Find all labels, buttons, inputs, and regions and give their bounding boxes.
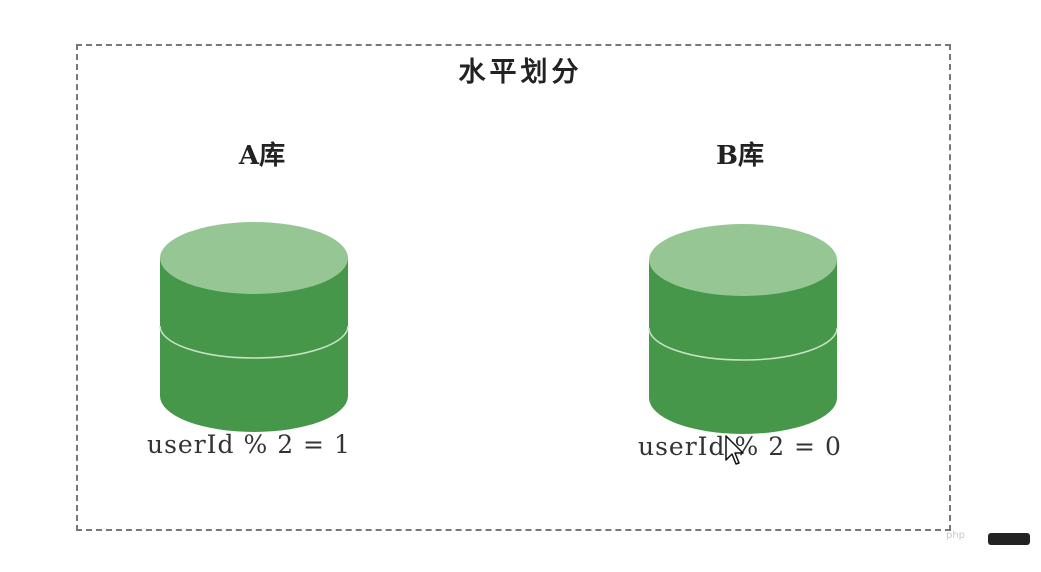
watermark-text: php [946,530,966,541]
horizontal-partition-frame [76,44,951,531]
mouse-pointer-icon [725,435,744,465]
database-a-label: A库 [238,141,286,171]
database-a-cylinder-icon [159,222,349,432]
database-a-condition: userId % 2 = 1 [147,430,351,459]
database-b-label: B库 [716,141,764,171]
database-b-cylinder-icon [648,224,838,434]
watermark-logo-icon [988,533,1030,545]
diagram-title: 水平划分 [458,57,583,88]
